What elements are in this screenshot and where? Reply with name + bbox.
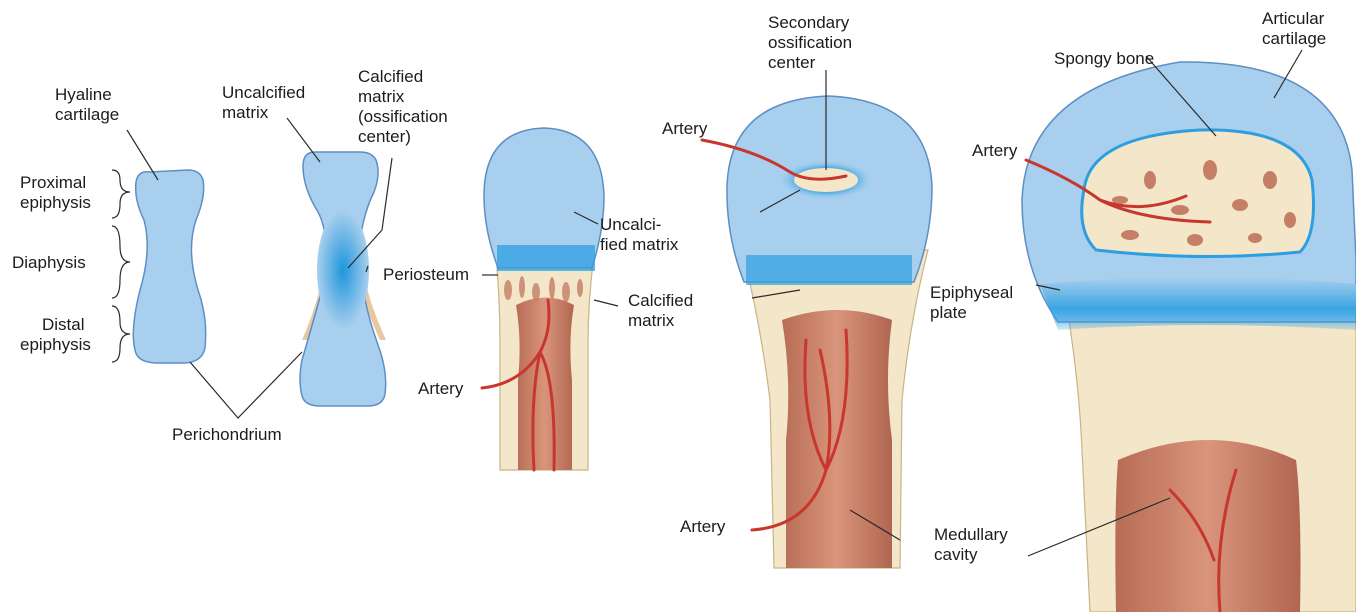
label-artery-3: Artery <box>680 517 726 536</box>
stage-1-cartilage-model <box>133 170 205 363</box>
stage-5-epiphyseal-plate <box>1022 62 1356 612</box>
cartilage-model <box>133 170 205 363</box>
label-uncalcified-matrix-2: Uncalci-fied matrix <box>600 215 679 254</box>
label-perichondrium: Perichondrium <box>172 425 282 444</box>
label-artery-2: Artery <box>662 119 708 138</box>
medullary-cavity-3 <box>516 298 574 471</box>
calcified-band-4 <box>746 255 912 285</box>
label-diaphysis: Diaphysis <box>12 253 86 272</box>
label-spongy-bone: Spongy bone <box>1054 49 1154 68</box>
medullary-cavity-5 <box>1115 440 1300 612</box>
stage-3-primary-ossification <box>482 128 604 470</box>
stage-2-ossification-center <box>300 152 386 406</box>
calcified-band-3 <box>497 245 595 271</box>
stage-4-secondary-ossification <box>702 96 932 568</box>
label-artery-4: Artery <box>972 141 1018 160</box>
ossification-center <box>317 210 369 330</box>
label-artery-1: Artery <box>418 379 464 398</box>
epiphyseal-plate <box>1040 277 1356 330</box>
label-periosteum: Periosteum <box>383 265 469 284</box>
